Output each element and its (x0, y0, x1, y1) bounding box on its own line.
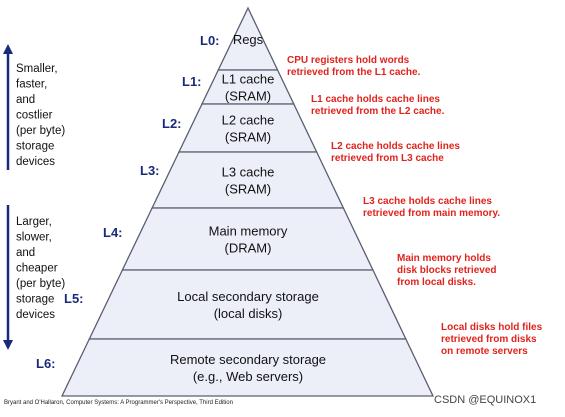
level-note-line: on remote servers (441, 346, 528, 357)
side-text-line: faster, (16, 79, 47, 91)
level-label: L1: (182, 74, 202, 89)
citation: Bryant and O'Hallaron, Computer Systems:… (4, 400, 233, 406)
level-note-line: CPU registers hold words (287, 55, 410, 66)
level-label: L5: (64, 291, 84, 306)
tier-shape (60, 338, 435, 397)
side-text-line: slower, (16, 232, 52, 244)
tier-label-line: L2 cache (222, 113, 275, 128)
level-note-line: retrieved from the L2 cache. (311, 106, 445, 117)
level-note-line: L1 cache holds cache lines (311, 94, 440, 105)
tier-shape (151, 151, 345, 209)
side-text-line: cheaper (16, 263, 58, 275)
tier-label-line: (local disks) (214, 306, 283, 321)
level-note-line: Local disks hold files (441, 322, 543, 333)
tier-label-line: Regs (233, 32, 264, 47)
tier-label-line: (e.g., Web servers) (193, 369, 303, 384)
level-note-line: retrieved from disks (441, 334, 537, 345)
level-note-line: retrieved from main memory. (363, 208, 500, 219)
tier-3: L3 cache (SRAM) (151, 151, 345, 209)
tier-label-line: Remote secondary storage (170, 352, 326, 367)
side-text-line: (per byte) (16, 278, 65, 290)
watermark: CSDN @EQUINOX1 (434, 394, 536, 406)
side-text-line: devices (16, 309, 55, 321)
side-bottom-text: Larger, slower, and cheaper (per byte) storag… (16, 216, 65, 321)
side-text-line: and (16, 247, 35, 259)
side-top-text: Smaller, faster, and costlier (per byte) stor… (16, 63, 65, 168)
tier-label: L3 cache (SRAM) (222, 165, 275, 197)
side-text-line: and (16, 94, 35, 106)
level-label: L4: (103, 225, 123, 240)
tier-label-line: L1 cache (222, 72, 275, 87)
tier-label-line: Main memory (209, 224, 288, 239)
level-labels: L0: L1: L2: L3: L4: L5: L6: (36, 33, 220, 371)
tier-label: Remote secondary storage (e.g., Web serve… (170, 352, 326, 384)
tier-label-line: (SRAM) (225, 130, 271, 145)
tier-1: L1 cache (SRAM) (200, 69, 295, 105)
side-text-line: Smaller, (16, 63, 58, 75)
level-note-line: retrieved from L3 cache (331, 153, 444, 164)
side-text-line: storage (16, 294, 54, 306)
side-text-line: devices (16, 156, 55, 168)
tier-label-line: (SRAM) (225, 182, 271, 197)
level-label: L0: (200, 33, 220, 48)
side-larger-slower: Larger, slower, and cheaper (per byte) storag… (3, 205, 65, 350)
level-label: L6: (36, 356, 56, 371)
side-text-line: costlier (16, 110, 53, 122)
tier-label-line: (DRAM) (225, 241, 272, 256)
level-note-line: Main memory holds (397, 253, 491, 264)
level-label: L2: (162, 116, 182, 131)
tier-4: Main memory (DRAM) (121, 207, 374, 271)
up-arrow-icon (3, 44, 13, 54)
tier-shape (121, 207, 374, 271)
level-note-line: retrieved from the L1 cache. (287, 67, 421, 78)
side-smaller-faster: Smaller, faster, and costlier (per byte) stor… (3, 44, 65, 170)
tier-label-line: (SRAM) (225, 89, 271, 104)
tier-label: Regs (233, 32, 264, 47)
tier-label-line: L3 cache (222, 165, 275, 180)
level-note-line: from local disks. (397, 277, 476, 288)
tier-0: Regs (217, 6, 279, 71)
side-text-line: (per byte) (16, 125, 65, 137)
level-label: L3: (140, 163, 160, 178)
side-text-line: storage (16, 141, 54, 153)
tier-label: Local secondary storage (local disks) (177, 289, 319, 321)
tier-2: L2 cache (SRAM) (177, 103, 318, 153)
tier-shape (88, 269, 407, 340)
level-note-line: disk blocks retrieved (397, 265, 497, 276)
tier-label: L1 cache (SRAM) (222, 72, 275, 104)
side-text-line: Larger, (16, 216, 52, 228)
tier-6: Remote secondary storage (e.g., Web serve… (60, 338, 435, 397)
level-note-line: L3 cache holds cache lines (363, 196, 492, 207)
tier-shape (177, 103, 318, 153)
level-note-line: L2 cache holds cache lines (331, 141, 460, 152)
tier-label: Main memory (DRAM) (209, 224, 288, 256)
tier-5: Local secondary storage (local disks) (88, 269, 407, 340)
tier-label-line: Local secondary storage (177, 289, 319, 304)
tier-label: L2 cache (SRAM) (222, 113, 275, 145)
down-arrow-icon (3, 340, 13, 350)
